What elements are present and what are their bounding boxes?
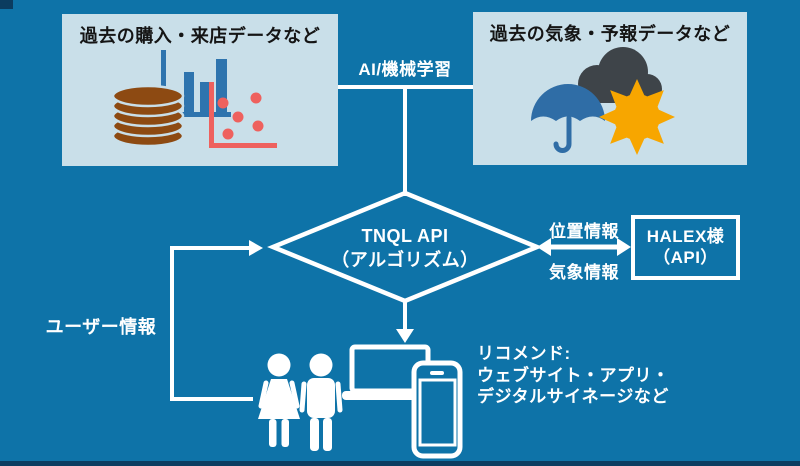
user-info-label: ユーザー情報	[45, 317, 157, 337]
bar-chart-y-axis	[161, 50, 166, 116]
bar-2	[200, 82, 210, 112]
scatter-dot	[217, 97, 229, 109]
bar-3	[216, 59, 227, 112]
man-torso	[307, 378, 335, 418]
recommend-line1: リコメンド:	[477, 344, 571, 363]
woman-leg	[269, 419, 277, 447]
phone-screen	[418, 378, 457, 447]
top-left-edge	[0, 0, 13, 9]
phone-body	[411, 360, 463, 459]
phone-speaker	[430, 371, 444, 375]
bar-1	[184, 72, 194, 112]
scatter-plot-icon	[209, 82, 277, 148]
scatter-dot	[252, 120, 264, 132]
woman-head	[267, 353, 291, 377]
sun-icon	[599, 79, 675, 155]
halex-box-label: HALEX様 （API）	[633, 226, 738, 268]
sun-disc	[614, 94, 660, 140]
man-arm	[299, 381, 307, 413]
down-arrow-head	[396, 329, 414, 343]
loop-line	[170, 246, 253, 401]
laptop-base	[342, 391, 432, 400]
scatter-y-axis	[209, 82, 214, 147]
bar-chart-icon	[161, 50, 231, 117]
scatter-x-axis	[209, 143, 277, 148]
double-arrow-right-head	[617, 238, 631, 256]
recommend-line3: デジタルサイネージなど	[477, 387, 669, 406]
scatter-dot	[250, 92, 262, 104]
loop-arrow-head	[249, 240, 263, 256]
tnql-diamond-line2: （アルゴリズム）	[331, 250, 479, 270]
halex-line2: （API）	[653, 248, 718, 267]
purchase-data-title: 過去の購入・来店データなど	[79, 26, 321, 46]
umbrella-handle	[553, 115, 572, 153]
woman-icon	[258, 353, 300, 447]
user-info-loop-arrow	[170, 240, 263, 401]
weather-data-title: 過去の気象・予報データなど	[489, 24, 731, 44]
man-leg	[310, 418, 319, 451]
recommend-caption: リコメンド: ウェブサイト・アプリ・ デジタルサイネージなど	[477, 343, 670, 408]
database-disc	[111, 84, 185, 108]
sun-ray	[628, 79, 646, 99]
woman-leg	[281, 419, 289, 447]
scatter-dot	[232, 111, 244, 123]
man-arm	[335, 381, 343, 413]
tnql-diamond-line1: TNQL API	[361, 226, 449, 246]
down-arrow	[396, 301, 414, 343]
woman-arm	[289, 380, 300, 409]
tnql-diamond-label: TNQL API （アルゴリズム）	[285, 224, 525, 272]
scatter-dot	[222, 128, 234, 140]
exchange-double-arrow	[537, 238, 631, 256]
bottom-edge-strip	[0, 461, 800, 466]
double-arrow-left-head	[537, 238, 551, 256]
man-icon	[299, 353, 343, 451]
location-info-label: 位置情報	[549, 222, 619, 241]
man-leg	[323, 418, 332, 451]
database-icon	[111, 84, 185, 148]
halex-api-box	[631, 215, 740, 280]
recommend-line2: ウェブサイト・アプリ・	[477, 365, 670, 385]
umbrella-canopy	[531, 84, 605, 121]
umbrella-icon	[531, 84, 605, 153]
ai-ml-label: AI/機械学習	[358, 60, 452, 79]
bar-chart-x-axis	[161, 112, 231, 117]
man-head	[309, 353, 333, 377]
woman-arm	[258, 380, 269, 409]
smartphone-icon	[411, 360, 463, 459]
halex-line1: HALEX様	[646, 227, 725, 246]
woman-dress	[258, 379, 300, 419]
weather-info-label: 気象情報	[549, 263, 619, 282]
